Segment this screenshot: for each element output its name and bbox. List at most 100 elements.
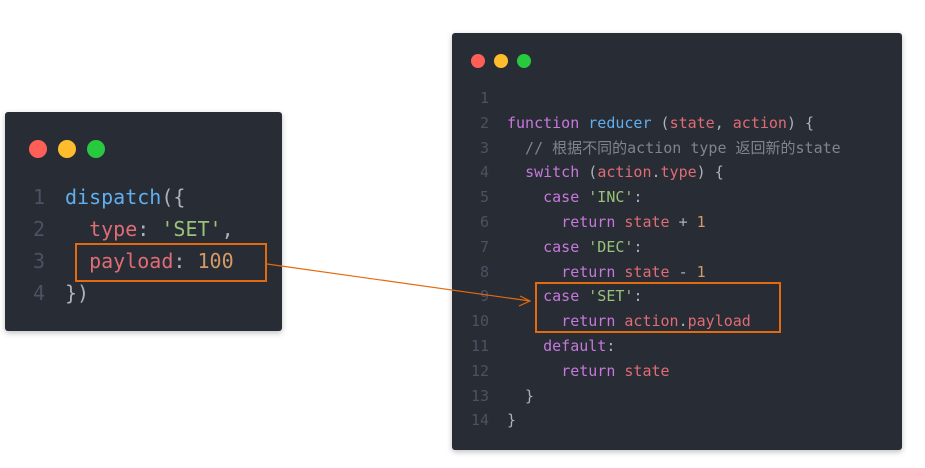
code-token: state bbox=[624, 262, 670, 281]
code-token: reducer bbox=[588, 113, 652, 132]
code-token: - bbox=[669, 262, 697, 281]
line-number: 10 bbox=[470, 312, 489, 331]
code-token: case bbox=[543, 287, 580, 306]
minimize-dot-icon bbox=[58, 140, 76, 158]
code-token: : bbox=[633, 287, 643, 306]
window-controls bbox=[29, 140, 116, 158]
code-line: 8 return state - 1 bbox=[452, 260, 902, 285]
maximize-dot-icon bbox=[87, 140, 105, 158]
code-text: type: 'SET', bbox=[65, 213, 234, 245]
code-text: // 根据不同的action type 返回新的state bbox=[507, 136, 841, 161]
code-text: switch (action.type) { bbox=[507, 160, 724, 185]
code-token: state bbox=[624, 212, 670, 231]
line-number: 12 bbox=[470, 361, 489, 380]
code-line: 7 case 'DEC': bbox=[452, 235, 902, 260]
code-text: } bbox=[507, 408, 516, 433]
code-text: return state - 1 bbox=[507, 260, 706, 285]
payload-highlight-box bbox=[75, 243, 267, 282]
code-token: ( bbox=[579, 163, 598, 182]
code-line: 3 payload: 100 bbox=[5, 245, 282, 277]
code-token: : bbox=[606, 336, 616, 355]
connector-line bbox=[266, 263, 531, 302]
code-token: , bbox=[221, 217, 234, 241]
code-token: payload bbox=[687, 312, 751, 331]
code-token: state bbox=[669, 113, 715, 132]
code-token: return bbox=[561, 262, 616, 281]
code-token: action bbox=[597, 163, 652, 182]
code-text: return state + 1 bbox=[507, 210, 706, 235]
line-number: 4 bbox=[479, 163, 489, 182]
code-line: 6 return state + 1 bbox=[452, 210, 902, 235]
arrowhead-icon bbox=[518, 295, 532, 307]
code-token: 100 bbox=[197, 249, 234, 273]
window-controls bbox=[471, 54, 540, 68]
code-token: : bbox=[173, 249, 198, 273]
code-token: ({ bbox=[161, 185, 186, 209]
code-token: type bbox=[660, 163, 697, 182]
code-token: + bbox=[669, 212, 697, 231]
line-number: 2 bbox=[479, 113, 489, 132]
code-line: 1 bbox=[452, 86, 902, 111]
code-token: : bbox=[633, 237, 643, 256]
code-text: payload: 100 bbox=[65, 245, 234, 277]
code-token: ) { bbox=[786, 113, 815, 132]
code-line: 4 switch (action.type) { bbox=[452, 160, 902, 185]
code-token: . bbox=[651, 163, 661, 182]
code-text: } bbox=[507, 384, 534, 409]
code-token: return bbox=[561, 361, 616, 380]
line-number: 1 bbox=[479, 89, 489, 107]
code-token: action bbox=[624, 312, 679, 331]
code-token: function bbox=[507, 113, 580, 132]
code-line: 10 return action.payload bbox=[452, 309, 902, 334]
code-token: . bbox=[678, 312, 688, 331]
code-line: 1 dispatch({ bbox=[5, 181, 282, 213]
line-number: 1 bbox=[32, 185, 45, 209]
line-number: 3 bbox=[32, 249, 45, 273]
code-line: 4}) bbox=[5, 277, 282, 309]
close-dot-icon bbox=[29, 140, 47, 158]
code-text: return action.payload bbox=[507, 309, 751, 334]
code-text: default: bbox=[507, 334, 615, 359]
code-token: } bbox=[507, 411, 517, 430]
code-text: case 'INC': bbox=[507, 185, 642, 210]
code-token: 'INC' bbox=[588, 188, 634, 207]
close-dot-icon bbox=[471, 54, 485, 68]
code-token: // 根据不同的action type 返回新的state bbox=[507, 138, 841, 157]
line-number: 13 bbox=[470, 386, 489, 405]
code-token: case bbox=[543, 188, 580, 207]
code-token: : bbox=[633, 188, 643, 207]
line-number: 7 bbox=[479, 237, 489, 256]
code-token: state bbox=[624, 361, 670, 380]
code-token: type bbox=[89, 217, 138, 241]
code-token: 1 bbox=[696, 212, 706, 231]
code-token: return bbox=[561, 312, 616, 331]
code-line: 9 case 'SET': bbox=[452, 284, 902, 309]
line-number: 14 bbox=[470, 411, 489, 430]
line-number: 6 bbox=[479, 212, 489, 231]
code-line: 5 case 'INC': bbox=[452, 185, 902, 210]
minimize-dot-icon bbox=[494, 54, 508, 68]
code-text: case 'DEC': bbox=[507, 235, 642, 260]
code-token: return bbox=[561, 212, 616, 231]
code-token: ) { bbox=[696, 163, 724, 182]
line-number: 8 bbox=[479, 262, 489, 281]
line-number: 9 bbox=[479, 287, 489, 306]
code-token: 'SET' bbox=[588, 287, 634, 306]
code-token: 'DEC' bbox=[588, 237, 634, 256]
code-line: 14} bbox=[452, 408, 902, 433]
code-token: dispatch bbox=[65, 185, 162, 209]
code-token: 1 bbox=[696, 262, 706, 281]
code-token: payload bbox=[89, 249, 174, 273]
maximize-dot-icon bbox=[517, 54, 531, 68]
line-number: 2 bbox=[32, 217, 45, 241]
code-token: case bbox=[543, 237, 580, 256]
code-token: }) bbox=[65, 281, 90, 305]
line-number: 11 bbox=[470, 336, 489, 355]
code-line: 3 // 根据不同的action type 返回新的state bbox=[452, 136, 902, 161]
